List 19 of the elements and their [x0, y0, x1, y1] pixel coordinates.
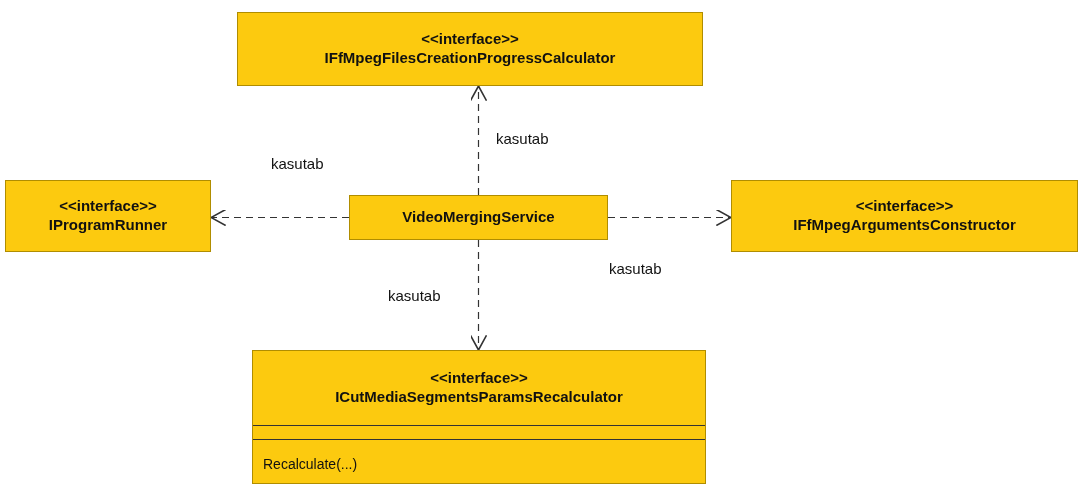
- interface-box: [731, 180, 1078, 252]
- class-name: VideoMergingService: [402, 207, 555, 228]
- stereotype: <<interface>>: [855, 197, 954, 216]
- dependency-arrow: [607, 208, 732, 227]
- interface-name: ICutMediaSegmentsParamsRecalculator: [335, 388, 623, 407]
- interface-name: IFfMpegFilesCreationProgressCalculator: [324, 49, 616, 68]
- dependency-arrow: [210, 208, 350, 227]
- interface-name: IProgramRunner: [48, 216, 168, 235]
- stereotype: <<interface>>: [421, 30, 519, 49]
- interface-box: [5, 180, 211, 252]
- interface-box: [237, 12, 703, 86]
- stereotype: <<interface>>: [59, 197, 157, 216]
- class-box: [349, 195, 608, 240]
- dependency-arrow: [469, 85, 488, 196]
- method-name: Recalculate(...): [263, 456, 358, 472]
- stereotype: <<interface>>: [430, 369, 528, 388]
- interface-name: IFfMpegArgumentsConstructor: [793, 216, 1016, 235]
- interface-box: [252, 350, 706, 484]
- dependency-arrow: [469, 239, 488, 351]
